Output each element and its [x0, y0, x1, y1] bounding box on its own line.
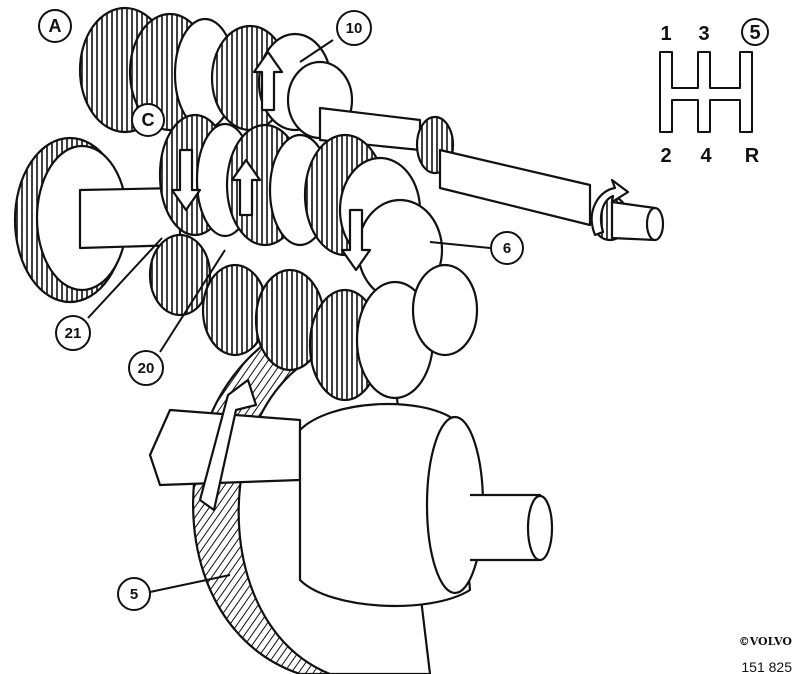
gear-3-label: 3 [698, 23, 709, 45]
gear-1-label: 1 [660, 23, 671, 45]
gear-5-label: 5 [749, 22, 760, 44]
callout-21-circle [55, 315, 91, 351]
selected-gear-ring [741, 18, 769, 46]
callout-5-label: 5 [130, 586, 138, 603]
callout-10-label: 10 [346, 20, 363, 37]
callouts [38, 9, 524, 611]
middle-shaft-gears [158, 113, 444, 302]
gear-r-label: R [745, 145, 760, 167]
gear-4-label: 4 [700, 145, 712, 167]
callout-20-label: 20 [138, 360, 155, 377]
callout-21-label: 21 [65, 325, 82, 342]
callout-6-label: 6 [503, 240, 511, 257]
callout-5-circle [117, 577, 151, 611]
lower-gear-cluster [148, 233, 479, 402]
callout-a-label: A [49, 16, 62, 36]
left-gear [13, 136, 182, 304]
copyright-label: ©VOLVO [739, 635, 793, 648]
figure-number-label: 151 825 [741, 659, 792, 674]
upper-shaft-gears [78, 6, 665, 242]
callout-c-circle [131, 103, 165, 137]
callout-6-circle [490, 231, 524, 265]
shift-gate [659, 18, 769, 133]
callout-c-label: C [142, 110, 155, 130]
callout-10-circle [336, 10, 372, 46]
gear-2-label: 2 [660, 145, 671, 167]
callout-20-circle [128, 350, 164, 386]
callout-a-circle [38, 9, 72, 43]
